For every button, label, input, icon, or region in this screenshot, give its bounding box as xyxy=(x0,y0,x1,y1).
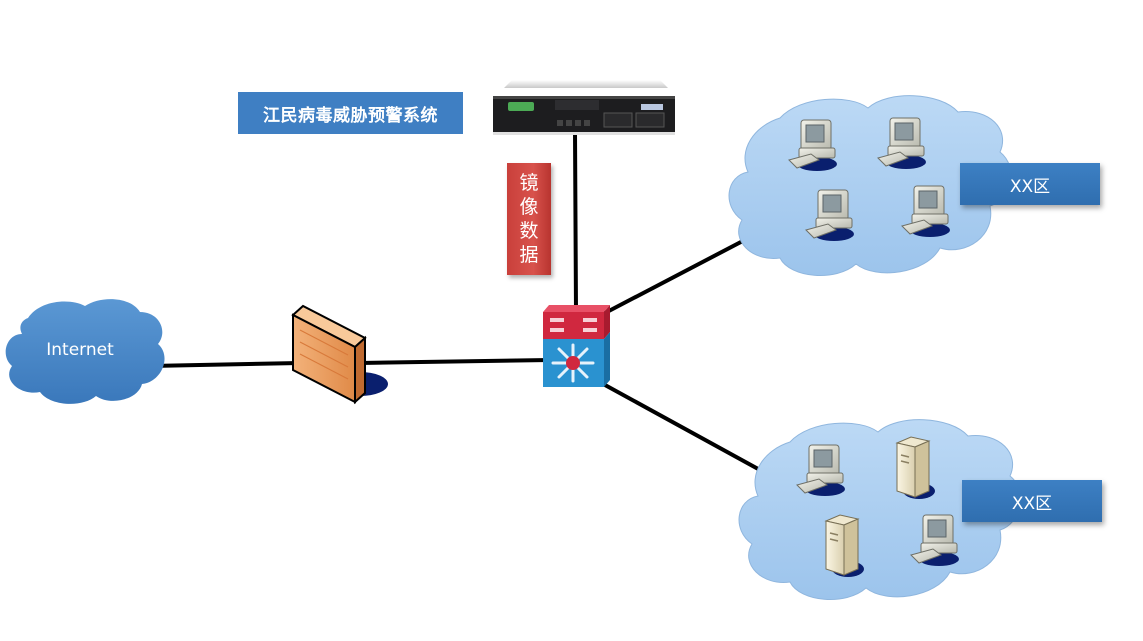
firewall-icon xyxy=(291,304,388,405)
zone-2-label: XX区 xyxy=(962,480,1102,522)
mirror-char: 像 xyxy=(519,196,539,218)
core-switch-icon xyxy=(543,305,610,387)
link-firewall-switch xyxy=(358,358,552,365)
internet-label: Internet xyxy=(46,340,114,360)
links xyxy=(148,130,762,472)
link-switch-zone1 xyxy=(603,230,762,315)
internet-cloud xyxy=(5,299,165,404)
system-title-label: 江民病毒威胁预警系统 xyxy=(238,92,463,134)
server-icon xyxy=(896,436,936,500)
mirror-data-label: 镜 像 数 据 xyxy=(507,163,551,275)
mirror-char: 镜 xyxy=(519,172,539,194)
zone-1-cloud xyxy=(728,95,1012,276)
zone-1-label: XX区 xyxy=(960,163,1100,205)
link-appliance-switch xyxy=(573,130,578,314)
warning-appliance-icon xyxy=(493,80,675,135)
link-switch-zone2 xyxy=(603,383,762,472)
server-icon xyxy=(825,514,865,578)
mirror-char: 据 xyxy=(519,244,539,266)
link-internet-firewall xyxy=(148,361,302,368)
zone-2-cloud xyxy=(738,419,1022,600)
mirror-char: 数 xyxy=(519,220,539,242)
